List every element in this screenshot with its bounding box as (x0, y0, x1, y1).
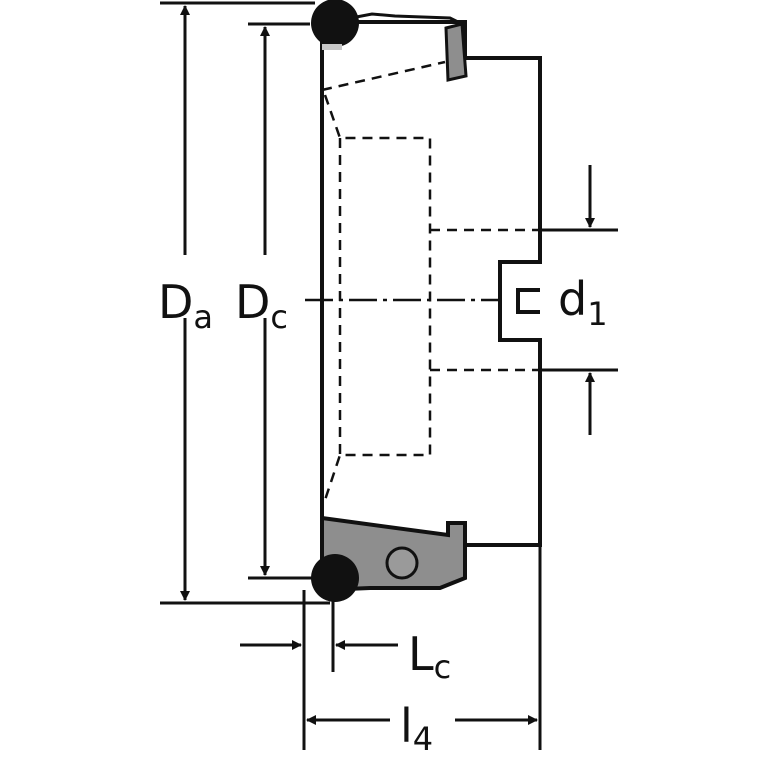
hidden-inner-cavity (323, 94, 432, 501)
top-insert (444, 22, 468, 82)
top-edge-cover (322, 44, 342, 50)
keyway-slot (516, 288, 540, 314)
l4-label: l4 (400, 699, 433, 758)
da-label: Da (158, 275, 213, 336)
lc-label: Lc (408, 627, 451, 686)
bottom-cutting-edge-icon (311, 554, 359, 602)
top-cutting-edge-icon (311, 0, 359, 47)
d1-label: d1 (558, 272, 608, 333)
dc-label: Dc (235, 275, 288, 336)
insert-screw-icon (385, 546, 419, 580)
hidden-chamfer-top (321, 60, 446, 92)
